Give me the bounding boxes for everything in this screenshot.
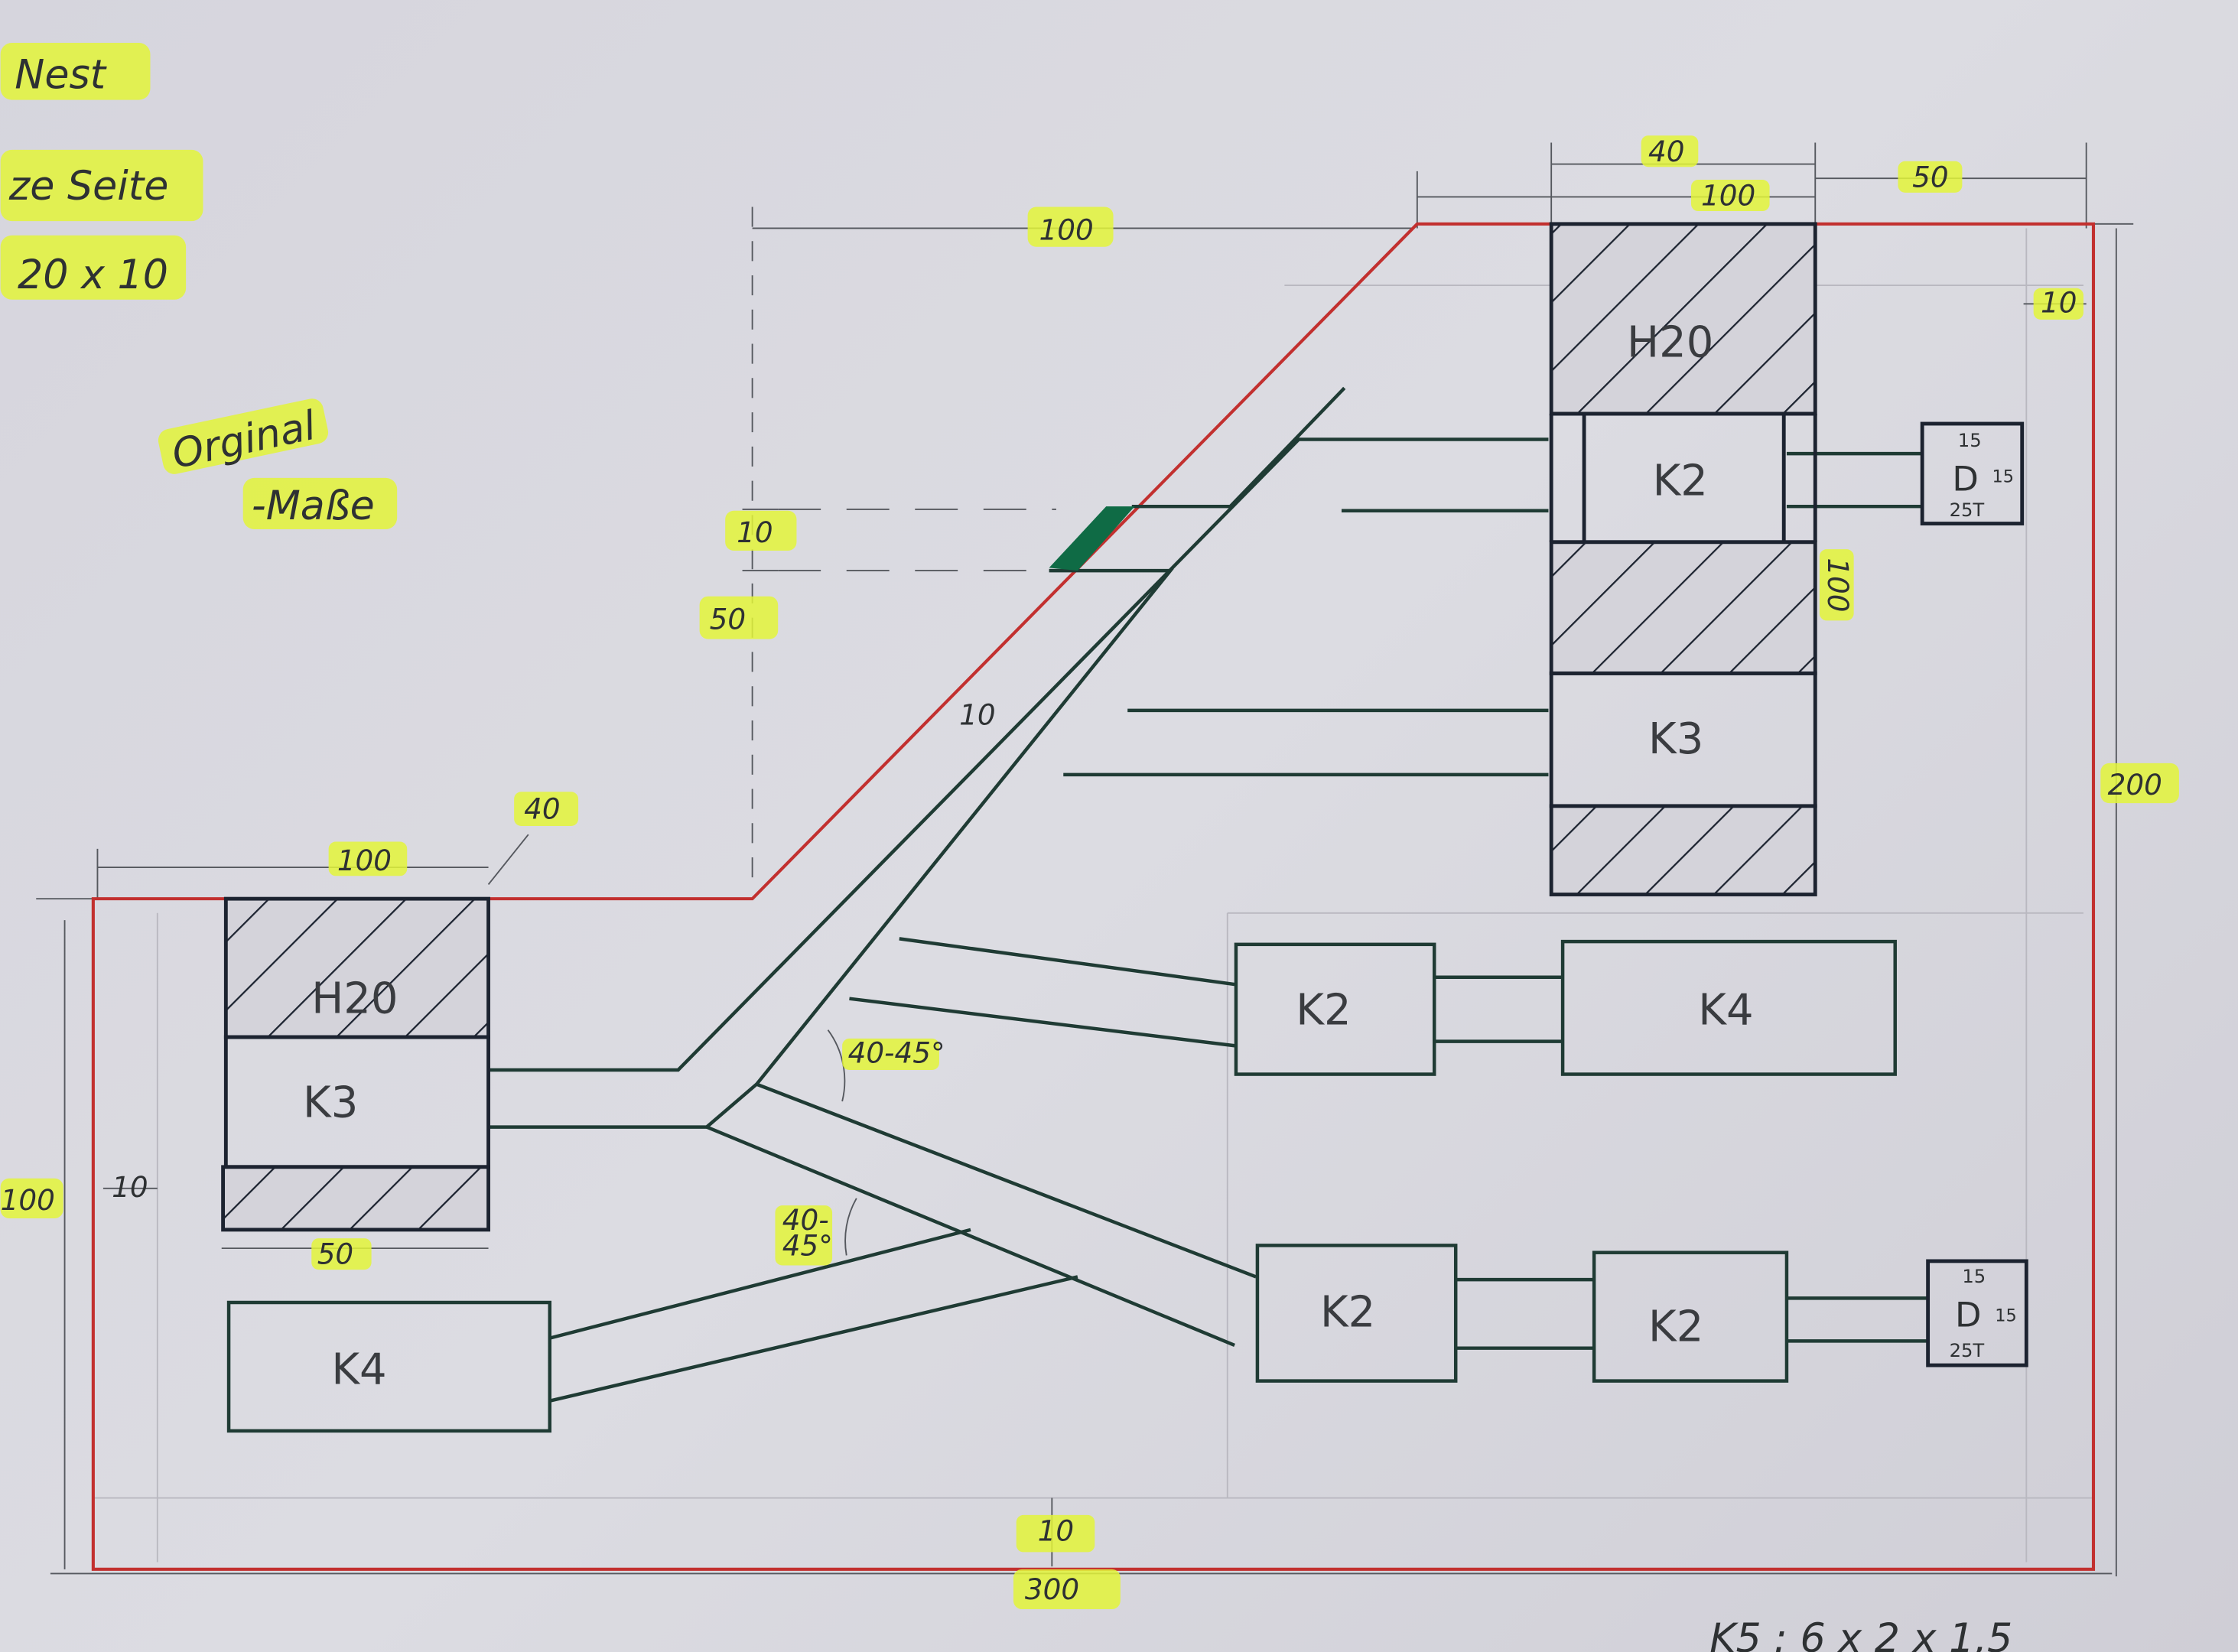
door-lower-bottom: 25T [1950,1339,1985,1361]
note-nest: Nest [15,53,107,99]
door-upper: 15 D 15 25T [1950,429,2014,521]
dim-left-block-100: 100 [337,844,392,877]
dim-right-10: 10 [2041,285,2077,319]
block-labels: H20 K2 K3 H20 K3 K4 K2 K4 K2 K2 [303,317,1754,1394]
note-seite: ze Seite [8,164,169,210]
block-label-k2-low-b: K2 [1648,1302,1703,1351]
construction-lines [93,228,2093,1563]
note-size: 20 x 10 [18,252,168,298]
dimension-labels: 100 40 100 50 10 100 200 10 50 10 100 40… [0,135,2179,1610]
dim-left-block-40: 40 [524,792,560,826]
block-label-k4-mid: K4 [1698,985,1753,1035]
dim-top-40: 40 [1648,135,1684,168]
dim-left-100: 100 [1,1183,55,1217]
dim-angle-upper: 40-45° [848,1036,945,1070]
left-block-stack [221,896,551,1433]
dim-left-10: 10 [737,515,773,549]
dim-right-100: 100 [1821,558,1855,612]
door-upper-symbol: D [1952,459,1978,499]
dim-top-100-left: 100 [1039,213,1094,246]
block-label-k3-left: K3 [303,1078,358,1128]
dim-bottom-10: 10 [1038,1514,1074,1548]
dim-left-50: 50 [710,603,746,636]
block-label-k2-mid: K2 [1296,985,1351,1035]
dim-top-100-right: 100 [1701,179,1755,213]
dim-left-wall-10: 10 [112,1170,148,1204]
dim-left-block-50: 50 [317,1237,353,1271]
dim-bottom-300: 300 [1025,1572,1079,1606]
note-k5: K5 : 6 x 2 x 1,5 [1709,1616,2012,1652]
door-upper-bottom: 25T [1950,499,1985,521]
block-label-k2-low-a: K2 [1320,1288,1375,1338]
block-label-h20-left: H20 [311,974,398,1023]
dim-right-200: 200 [2108,768,2162,802]
right-block-stack [1549,222,2025,896]
block-label-k2-right: K2 [1653,456,1708,506]
middle-blocks [1234,939,2028,1383]
dim-angle-lower-a: 40- [782,1203,829,1237]
block-label-k4-left: K4 [331,1345,386,1394]
dim-angle-lower-b: 45° [782,1228,833,1262]
door-upper-top: 15 [1958,429,1982,451]
door-lower-side: 15 [1995,1306,2016,1325]
block-label-h20-right: H20 [1627,317,1713,367]
side-notes: Nest ze Seite 20 x 10 Orginal -Maße K5 :… [0,42,2012,1652]
corridor-lines [488,386,1928,1403]
door-lower-top: 15 [1962,1265,1986,1287]
dim-top-50: 50 [1912,160,1948,193]
door-lower-symbol: D [1955,1295,1981,1335]
note-masse: -Maße [252,483,375,529]
green-marker [1049,506,1135,571]
block-label-k3-right: K3 [1648,714,1703,764]
door-upper-side: 15 [1992,467,2014,486]
outer-wall-outline [91,222,2096,1571]
door-lower: 15 D 15 25T [1950,1265,2017,1361]
dim-corridor-10: 10 [959,698,995,732]
